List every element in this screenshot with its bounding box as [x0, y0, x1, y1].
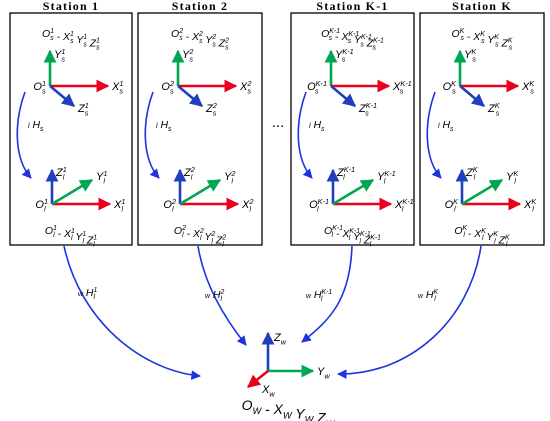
- local-transform-label: l Hs: [438, 119, 454, 133]
- world-x-label: Xw: [261, 384, 275, 398]
- world-x-axis: [246, 369, 269, 389]
- local-y-axis: [332, 178, 375, 206]
- local-transform-label: l Hs: [309, 119, 325, 133]
- local-transform-label: l Hs: [28, 119, 44, 133]
- station-box: [137, 12, 263, 246]
- station-box: [290, 12, 415, 246]
- local-transform-label: l Hs: [156, 119, 172, 133]
- sensor-z-axis: [177, 85, 203, 107]
- station-box: [9, 12, 133, 246]
- station-title: Station K: [452, 0, 512, 13]
- local-y-axis: [179, 178, 222, 206]
- world-z-label: Zw: [273, 332, 287, 346]
- station-title: Station 1: [43, 0, 99, 13]
- sensor-z-axis: [330, 85, 356, 107]
- local-transform-arrow: [426, 91, 442, 179]
- local-transform-arrow: [144, 91, 160, 179]
- world-y-label: Yw: [317, 366, 330, 380]
- station-title: Station K-1: [316, 0, 388, 13]
- world-transform-arrow: [301, 245, 353, 343]
- local-y-axis: [51, 178, 94, 206]
- local-transform-arrow: [16, 91, 32, 179]
- world-transform-arrow: [197, 245, 247, 346]
- local-transform-arrow: [297, 91, 313, 179]
- station-title: Station 2: [172, 0, 228, 13]
- world-transform-arrow: [337, 245, 482, 379]
- world-transform-arrow: [63, 245, 201, 380]
- world-frame-label: OW - XW YW ZW: [242, 397, 336, 421]
- ellipsis: ...: [272, 114, 285, 131]
- sensor-z-axis: [49, 85, 75, 107]
- local-y-axis: [461, 178, 504, 206]
- station-box: [419, 12, 545, 246]
- sensor-z-axis: [459, 85, 485, 107]
